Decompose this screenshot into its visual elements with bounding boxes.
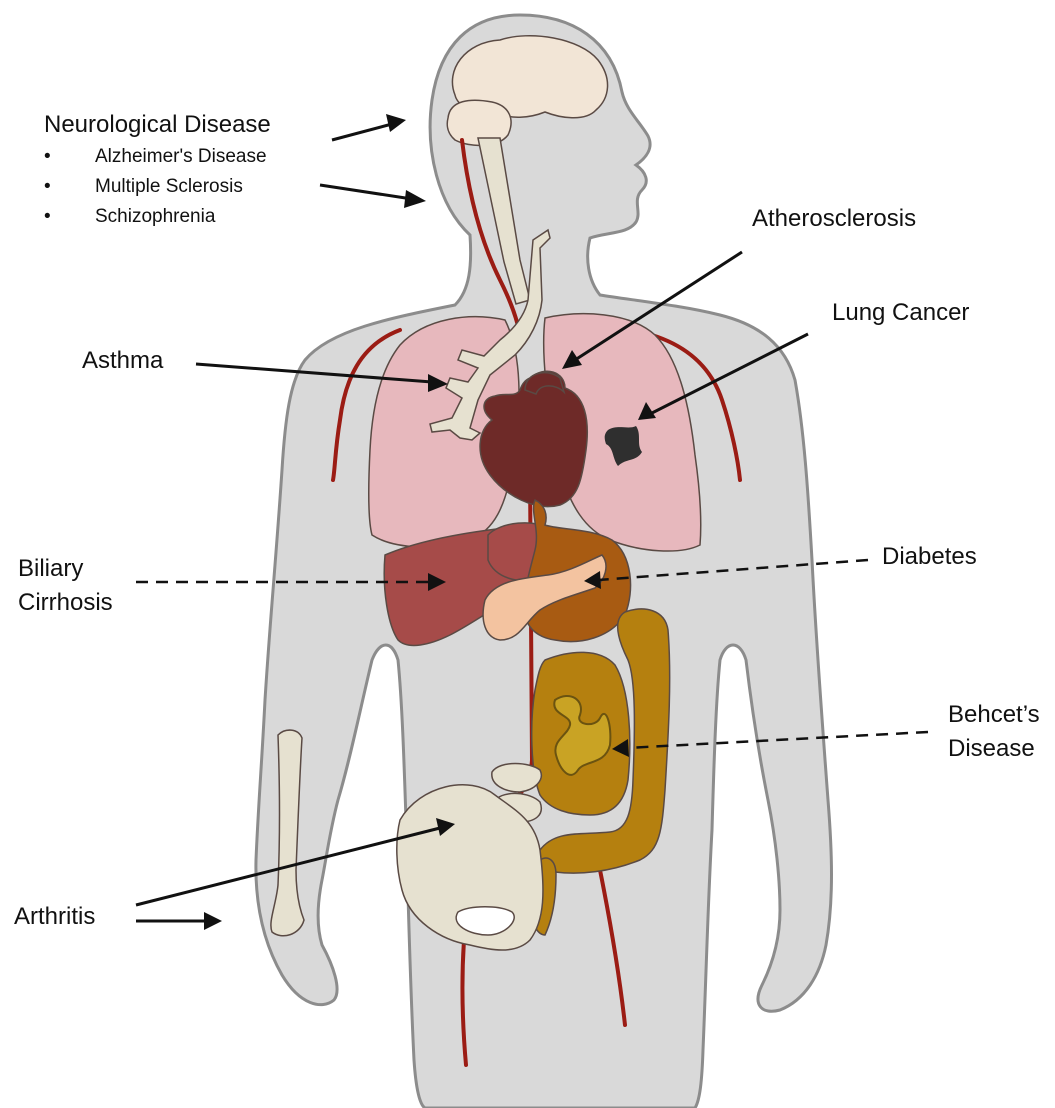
- asthma-label: Asthma: [82, 347, 164, 374]
- cirrhosis-label: Cirrhosis: [18, 589, 113, 616]
- arrow-arthritis-arm: [136, 912, 222, 930]
- bullet-3-marker: •: [44, 206, 51, 227]
- arrow-neuro-spine: [320, 185, 426, 208]
- arthritis-label: Arthritis: [14, 903, 95, 930]
- bullet-1-marker: •: [44, 146, 51, 167]
- multiple-sclerosis-item: Multiple Sclerosis: [95, 176, 243, 197]
- behcets-disease-label: Disease: [948, 735, 1035, 762]
- behcets-label: Behcet’s: [948, 701, 1040, 728]
- biliary-label: Biliary: [18, 555, 83, 582]
- arrow-neuro-brain: [332, 114, 406, 140]
- diabetes-label: Diabetes: [882, 543, 977, 570]
- schizophrenia-item: Schizophrenia: [95, 206, 216, 227]
- lung-cancer-label: Lung Cancer: [832, 299, 969, 326]
- alzheimers-item: Alzheimer's Disease: [95, 146, 267, 167]
- atherosclerosis-label: Atherosclerosis: [752, 205, 916, 232]
- bullet-2-marker: •: [44, 176, 51, 197]
- neurological-disease-title: Neurological Disease: [44, 111, 271, 138]
